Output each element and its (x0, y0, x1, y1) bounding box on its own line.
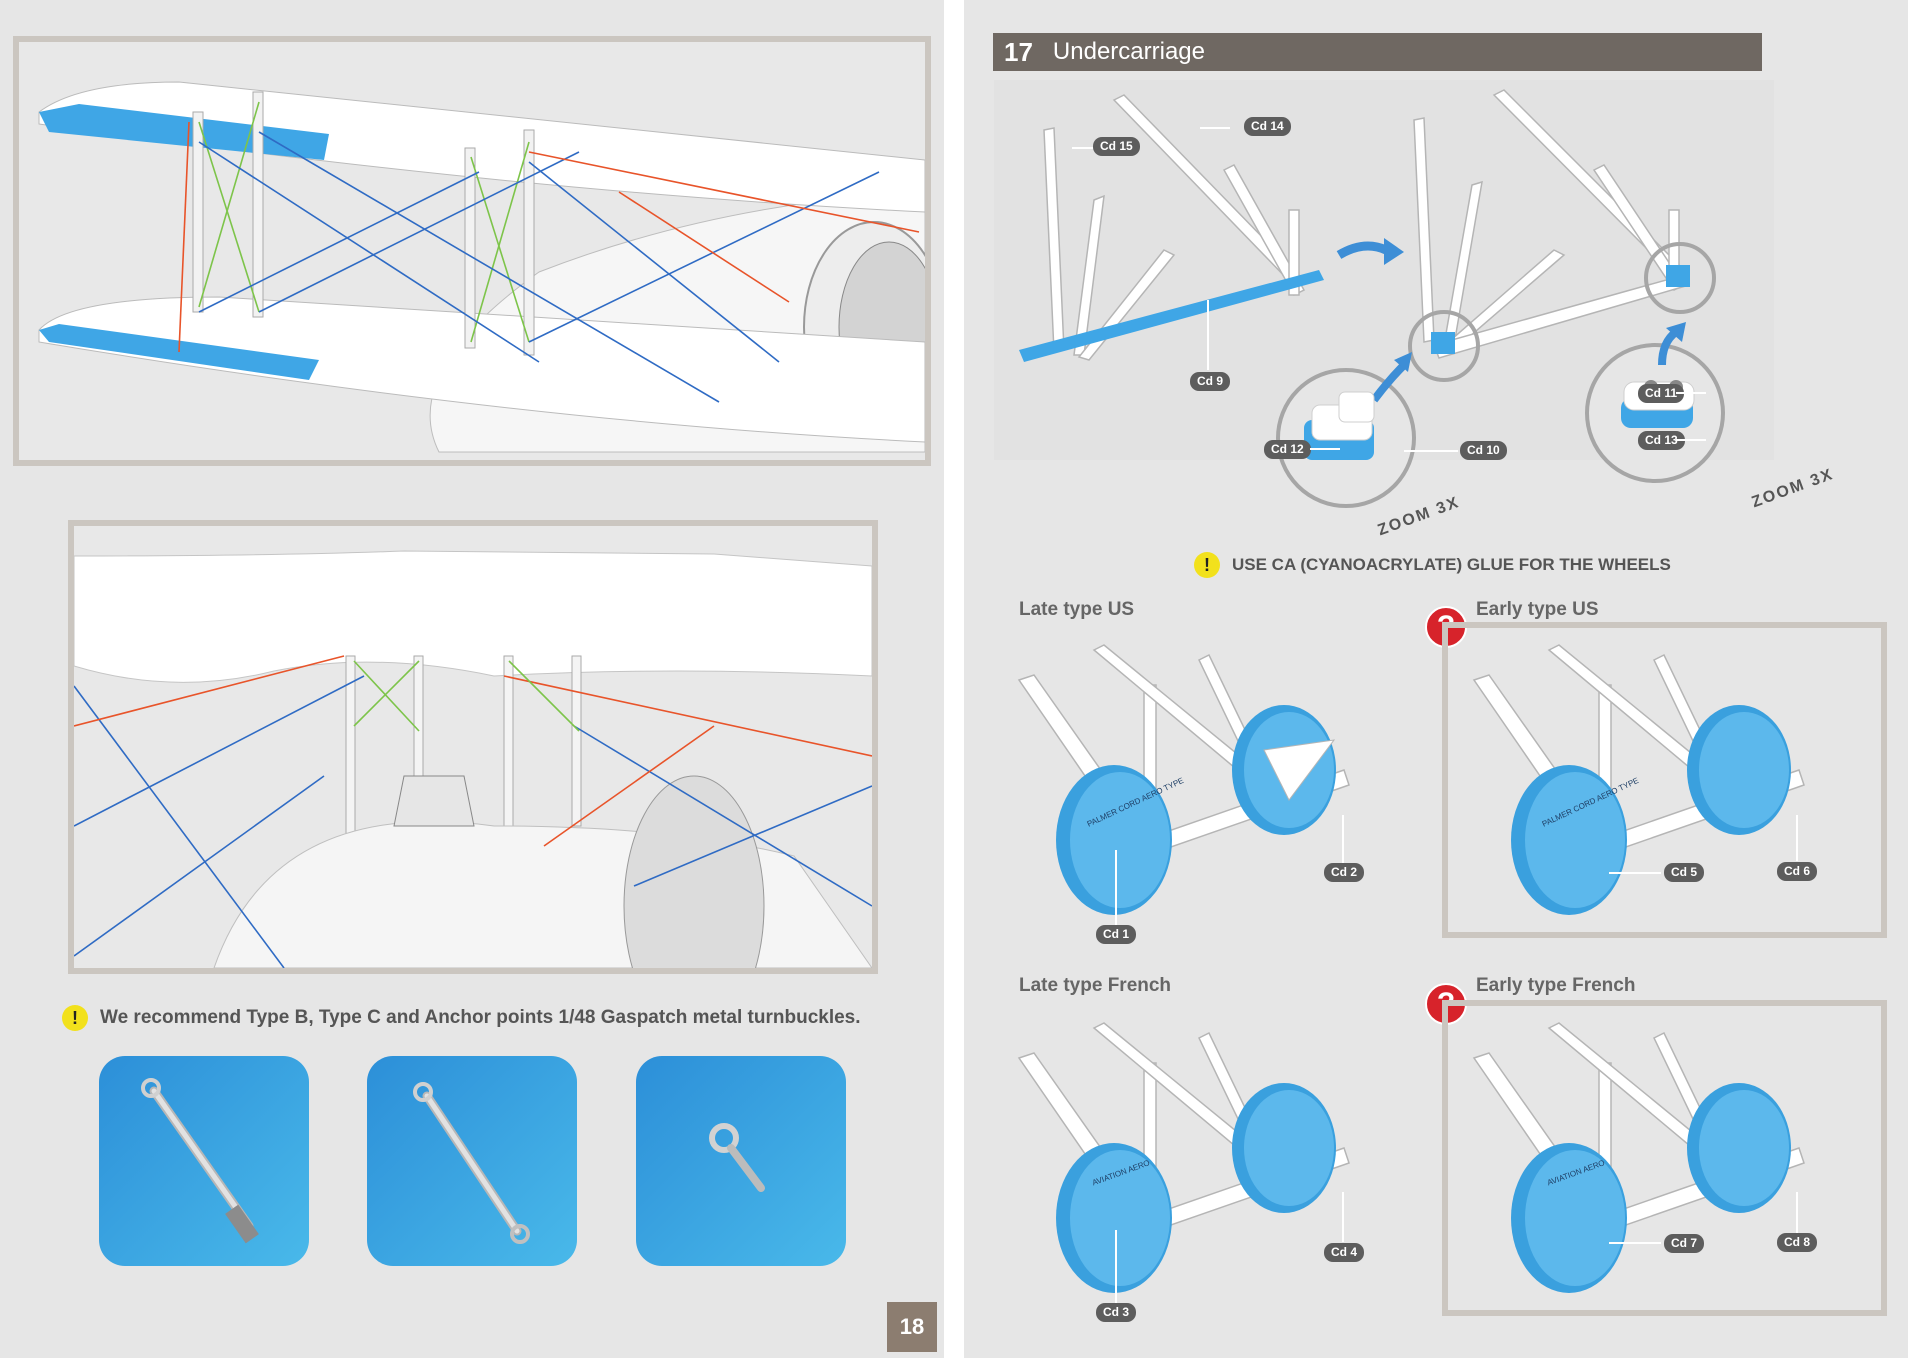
turnbuckle-type-c-tile (367, 1056, 577, 1266)
early-type-french-frame (1442, 1000, 1887, 1316)
early-type-us-frame (1442, 622, 1887, 938)
callout-cd11: Cd 11 (1638, 384, 1685, 403)
label-early-type-us: Early type US (1476, 599, 1599, 620)
turnbuckle-type-b-icon (141, 1078, 259, 1244)
callout-cd12: Cd 12 (1264, 440, 1311, 459)
arrow-right-icon (1336, 241, 1388, 259)
turnbuckle-type-c-icon (413, 1082, 530, 1244)
label-late-type-us: Late type US (1019, 599, 1135, 620)
label-late-type-french: Late type French (1019, 975, 1172, 996)
callout-cd7: Cd 7 (1664, 1234, 1705, 1253)
late-type-french-wheels: AVIATION AERO (1017, 1022, 1350, 1293)
leader-cd12 (1310, 448, 1340, 450)
callout-cd6: Cd 6 (1777, 862, 1818, 881)
late-type-us-wheels: PALMER CORD AERO TYPE (1017, 644, 1350, 915)
biplane-rigging-illustration (19, 42, 925, 460)
callout-cd13: Cd 13 (1638, 431, 1685, 450)
warning-icon: ! (62, 1005, 88, 1031)
anchor-point-tile (636, 1056, 846, 1266)
left-page: ! We recommend Type B, Type C and Anchor… (0, 0, 944, 1358)
page-number: 18 (899, 1314, 925, 1339)
leader-cd9 (1207, 300, 1209, 370)
glue-note: ! USE CA (CYANOACRYLATE) GLUE FOR THE WH… (1194, 552, 1671, 578)
leader-cd2 (1342, 815, 1344, 865)
glue-note-text: USE CA (CYANOACRYLATE) GLUE FOR THE WHEE… (1232, 555, 1671, 574)
callout-cd5: Cd 5 (1664, 863, 1705, 882)
callout-cd15: Cd 15 (1093, 137, 1140, 156)
label-early-type-french: Early type French (1476, 975, 1636, 996)
callout-cd1: Cd 1 (1096, 925, 1137, 944)
warning-icon: ! (1194, 552, 1220, 578)
page-number-badge: 18 (887, 1302, 937, 1352)
callout-cd3: Cd 3 (1096, 1303, 1137, 1322)
leader-cd11 (1676, 392, 1706, 394)
early-type-french-wheels: AVIATION AERO (1472, 1022, 1805, 1293)
leader-cd8 (1796, 1192, 1798, 1236)
turnbuckle-note: ! We recommend Type B, Type C and Anchor… (62, 1005, 861, 1031)
early-type-us-wheels: PALMER CORD AERO TYPE (1472, 644, 1805, 915)
cockpit-closeup-frame (68, 520, 878, 974)
cockpit-closeup-illustration (74, 526, 872, 968)
leader-cd3 (1115, 1230, 1117, 1310)
zoomed-part-cd10-cd12 (1304, 391, 1375, 460)
callout-cd14: Cd 14 (1244, 117, 1291, 136)
leader-cd6 (1796, 815, 1798, 861)
callout-cd9: Cd 9 (1190, 372, 1231, 391)
zoom-circle-left-small (1408, 310, 1480, 382)
zoom-circle-right-small (1644, 242, 1716, 314)
step-number: 17 (1004, 36, 1033, 67)
anchor-point-icon (709, 1123, 765, 1192)
callout-cd10: Cd 10 (1460, 441, 1507, 460)
biplane-rigging-frame (13, 36, 931, 466)
step-header: 17 Undercarriage (993, 33, 1762, 71)
callout-cd8: Cd 8 (1777, 1233, 1818, 1252)
leader-cd7 (1609, 1242, 1661, 1244)
turnbuckle-note-text: We recommend Type B, Type C and Anchor p… (100, 1007, 861, 1028)
leader-cd10 (1404, 450, 1458, 452)
leader-cd4 (1342, 1192, 1344, 1242)
callout-cd4: Cd 4 (1324, 1243, 1365, 1262)
step-title: Undercarriage (1052, 38, 1205, 65)
leader-cd13 (1676, 439, 1706, 441)
leader-cd14 (1200, 127, 1230, 129)
right-page: 17 Undercarriage (964, 0, 1908, 1358)
callout-cd2: Cd 2 (1324, 863, 1365, 882)
leader-cd1 (1115, 850, 1117, 935)
axle-part-cd9 (1019, 270, 1324, 362)
turnbuckle-type-b-tile (99, 1056, 309, 1266)
leader-cd5 (1609, 872, 1661, 874)
